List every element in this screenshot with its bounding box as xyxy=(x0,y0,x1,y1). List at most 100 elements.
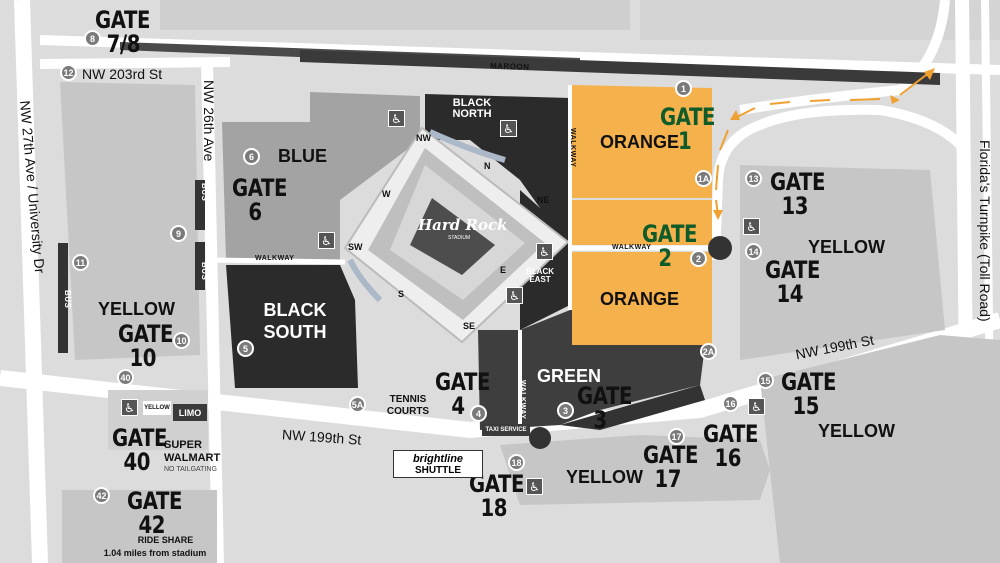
gate-word: GATE xyxy=(660,103,716,131)
lot-black-east[interactable]: BLACK EAST xyxy=(526,267,554,284)
shuttle-label: SHUTTLE xyxy=(414,464,462,476)
gate-number: 1 xyxy=(678,127,692,155)
gate-number: 4 xyxy=(451,392,465,420)
limo-badge[interactable]: LIMO xyxy=(173,404,207,421)
location-pin-icon[interactable]: 9 xyxy=(170,225,187,242)
location-pin-icon[interactable]: 6 xyxy=(243,148,260,165)
dir-nw: NW xyxy=(416,133,431,143)
lot-black-south[interactable]: BLACK SOUTH xyxy=(263,300,327,342)
gate-number: 7/8 xyxy=(106,30,141,58)
gate-number: 3 xyxy=(593,406,607,434)
location-pin-icon[interactable]: 13 xyxy=(745,170,762,187)
gate-number: 15 xyxy=(792,392,820,420)
location-pin-icon[interactable]: 5 xyxy=(237,340,254,357)
accessible-parking-icon: ♿ xyxy=(388,110,405,127)
location-pin-icon[interactable]: 2 xyxy=(690,250,707,267)
dir-w: W xyxy=(382,189,391,199)
lot-orange-north[interactable]: ORANGE xyxy=(600,132,680,152)
maroon-label: MAROON xyxy=(489,61,530,72)
gate-word: GATE xyxy=(118,320,174,348)
brightline-shuttle-sign[interactable]: brightline SHUTTLE xyxy=(393,450,483,478)
gate-number: 18 xyxy=(480,494,508,522)
location-pin-icon[interactable]: 12 xyxy=(60,64,77,81)
location-pin-icon[interactable]: 10 xyxy=(173,332,190,349)
tennis-courts-label: TENNIS COURTS xyxy=(386,394,430,417)
lot-black-north[interactable]: BLACK NORTH xyxy=(452,97,492,120)
gate-number: 40 xyxy=(123,448,151,476)
location-pin-icon[interactable]: 18 xyxy=(508,454,525,471)
location-pin-icon[interactable]: 8 xyxy=(84,30,101,47)
accessible-parking-icon: ♿ xyxy=(748,398,765,415)
gate-word: GATE xyxy=(127,487,183,515)
lot-yellow-south[interactable]: YELLOW xyxy=(566,467,643,487)
location-pin-icon[interactable]: 5A xyxy=(349,396,366,413)
gate-word: GATE xyxy=(770,168,826,196)
dir-sw: SW xyxy=(348,242,363,252)
bus-label-3: BUS xyxy=(63,290,72,309)
lot-yellow-ne[interactable]: YELLOW xyxy=(808,237,885,257)
location-pin-icon[interactable]: 17 xyxy=(668,428,685,445)
lot-orange-south[interactable]: ORANGE xyxy=(600,289,680,309)
accessible-parking-icon: ♿ xyxy=(318,232,335,249)
gate-number: 10 xyxy=(129,344,157,372)
location-pin-icon[interactable]: 2A xyxy=(700,343,717,360)
lot-yellow-se[interactable]: YELLOW xyxy=(818,421,895,441)
dir-ne: NE xyxy=(537,195,550,205)
location-pin-icon[interactable]: 3 xyxy=(557,402,574,419)
taxi-badge[interactable]: TAXI SERVICE xyxy=(482,424,530,436)
location-pin-icon[interactable]: 11 xyxy=(72,254,89,271)
location-pin-icon[interactable]: 40 xyxy=(117,369,134,386)
gate-word: GATE xyxy=(232,174,288,202)
location-pin-icon[interactable]: 16 xyxy=(722,395,739,412)
lot-green[interactable]: GREEN xyxy=(537,366,602,386)
walmart-label: WALMART xyxy=(164,452,221,464)
accessible-parking-icon: ♿ xyxy=(500,120,517,137)
street-nw26: NW 26th Ave xyxy=(201,80,217,162)
stadium-sub: STADIUM xyxy=(448,235,471,241)
accessible-parking-icon: ♿ xyxy=(743,218,760,235)
distance-label: 1.04 miles from stadium xyxy=(103,548,207,558)
gate-number: 16 xyxy=(714,444,742,472)
dir-n: N xyxy=(484,161,491,171)
accessible-parking-icon: ♿ xyxy=(506,287,523,304)
brightline-label: brightline xyxy=(412,452,464,465)
location-pin-icon[interactable]: 1A xyxy=(695,170,712,187)
street-nw203: NW 203rd St xyxy=(82,66,163,82)
location-pin-icon[interactable]: 4 xyxy=(470,405,487,422)
gate-number: 42 xyxy=(138,511,166,539)
gate-number: 17 xyxy=(654,465,682,493)
dir-se: SE xyxy=(463,321,476,331)
gate-word: GATE xyxy=(112,424,168,452)
bus-label-1: BUS xyxy=(200,183,209,202)
gate-word: GATE xyxy=(765,256,821,284)
walkway-label-green: WALKWAY xyxy=(519,380,526,420)
street-turnpike: Florida's Turnpike (Toll Road) xyxy=(977,140,993,322)
gate-number: 2 xyxy=(658,244,672,272)
location-pin-icon[interactable]: 15 xyxy=(757,372,774,389)
location-pin-icon[interactable]: 1 xyxy=(675,80,692,97)
lot-yellow-west[interactable]: YELLOW xyxy=(98,299,175,319)
gate-word: GATE xyxy=(95,6,151,34)
location-pin-icon[interactable]: 42 xyxy=(93,487,110,504)
lot-blue[interactable]: BLUE xyxy=(278,146,327,166)
location-pin-icon[interactable]: 14 xyxy=(745,243,762,260)
accessible-parking-icon: ♿ xyxy=(121,399,138,416)
stadium-name: Hard Rock xyxy=(418,216,508,234)
gate-number: 14 xyxy=(776,280,804,308)
